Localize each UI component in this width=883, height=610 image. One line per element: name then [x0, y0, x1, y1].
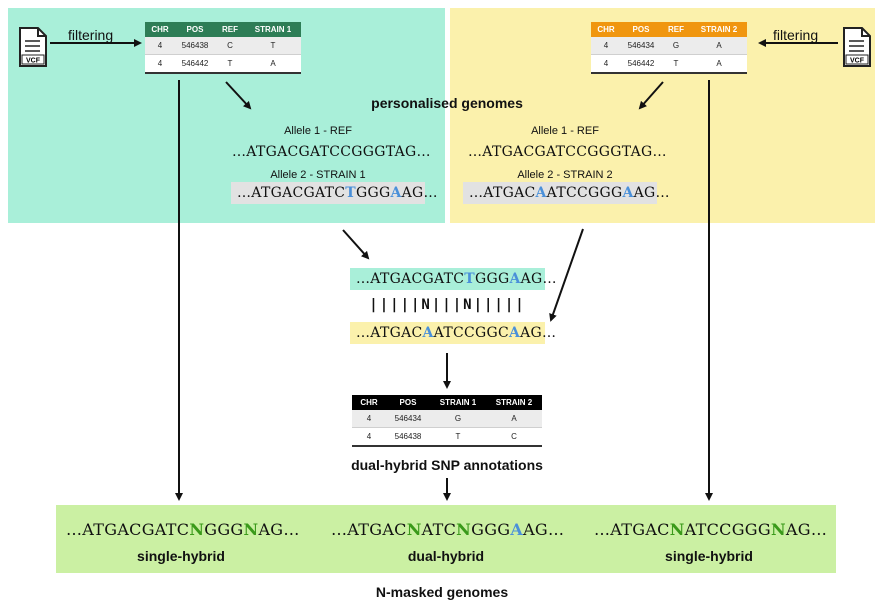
- svg-text:VCF: VCF: [26, 58, 41, 65]
- arrow-right-genome-to-middle: [549, 228, 584, 322]
- middle-seq-strain1: …ATGACGATCTGGGAAG…: [350, 268, 557, 290]
- sequence-segment: AG…: [633, 185, 670, 201]
- col-header: POS: [621, 22, 661, 37]
- personalised-genomes-title: personalised genomes: [371, 95, 523, 111]
- masked-genomes-panel: [56, 505, 836, 573]
- masked-seq-middle: …ATGACNATCNGGGAAG…: [331, 520, 565, 539]
- sequence-segment: ATCCGGG: [546, 185, 623, 201]
- variant-base: A: [390, 185, 402, 201]
- masked-base: N: [243, 520, 259, 539]
- sequence-segment: GGG: [356, 185, 391, 201]
- sequence-segment: …ATGAC: [356, 325, 423, 341]
- allele2-label-right: Allele 2 - STRAIN 2: [517, 169, 613, 181]
- masked-base: N: [456, 520, 472, 539]
- sequence-segment: …ATGAC: [331, 520, 407, 539]
- filtering-label-left: filtering: [68, 27, 114, 43]
- vcf-file-icon-right: VCF: [842, 26, 872, 73]
- variant-base: A: [510, 520, 524, 539]
- masked-base: N: [669, 520, 685, 539]
- sequence-segment: ATC: [421, 520, 457, 539]
- col-header: REF: [215, 22, 245, 37]
- sequence-segment: GGG: [204, 520, 244, 539]
- allele2-label-left: Allele 2 - STRAIN 1: [270, 169, 366, 181]
- variant-base: A: [535, 185, 547, 201]
- arrow-right-table-to-genome: [638, 81, 664, 110]
- variant-base: A: [422, 325, 434, 341]
- single-hybrid-label-right: single-hybrid: [665, 548, 753, 564]
- allele1-seq-left: …ATGACGATCCGGGTAG…: [232, 144, 431, 160]
- allele1-label-left: Allele 1 - REF: [284, 125, 352, 137]
- variant-base: A: [508, 325, 521, 341]
- dual-hybrid-annotations-title: dual-hybrid SNP annotations: [351, 457, 543, 473]
- col-header: CHR: [352, 395, 386, 410]
- col-header: STRAIN 2: [486, 395, 542, 410]
- masked-base: N: [770, 520, 786, 539]
- sequence-segment: AG…: [520, 271, 557, 287]
- sequence-segment: …ATGAC: [594, 520, 670, 539]
- masked-base: N: [189, 520, 205, 539]
- masked-seq-right: …ATGACNATCCGGGNAG…: [594, 520, 828, 539]
- sequence-segment: …ATGAC: [469, 185, 536, 201]
- filtering-label-right: filtering: [773, 27, 819, 43]
- sequence-segment: …ATGACGATC: [237, 185, 346, 201]
- arrow-left-genome-to-middle: [342, 229, 370, 260]
- alignment-match-line: |||||N|||N|||||: [369, 297, 526, 313]
- variant-base: T: [345, 185, 356, 201]
- dual-hybrid-label: dual-hybrid: [407, 548, 485, 564]
- vcf-file-icon-left: VCF: [18, 26, 48, 73]
- allele1-label-right: Allele 1 - REF: [531, 125, 599, 137]
- sequence-segment: GGG: [471, 520, 511, 539]
- col-header: STRAIN 2: [691, 22, 747, 37]
- single-hybrid-label-left: single-hybrid: [137, 548, 225, 564]
- sequence-segment: AG…: [785, 520, 828, 539]
- svg-text:VCF: VCF: [850, 58, 865, 65]
- masked-seq-left: …ATGACGATCNGGGNAG…: [66, 520, 300, 539]
- variant-base: A: [622, 185, 634, 201]
- sequence-segment: AG…: [523, 520, 565, 539]
- variant-base: A: [509, 271, 521, 287]
- sequence-segment: GGG: [475, 271, 510, 287]
- sequence-segment: AG…: [401, 185, 438, 201]
- col-header: POS: [386, 395, 430, 410]
- sequence-segment: …ATGACGATC: [356, 271, 465, 287]
- col-header: STRAIN 1: [430, 395, 486, 410]
- allele2-seq-right: …ATGACAATCCGGGAAG…: [463, 182, 670, 204]
- middle-seq-strain2: …ATGACAATCCGGCAAG…: [350, 322, 556, 344]
- n-masked-genomes-title: N-masked genomes: [375, 584, 509, 600]
- masked-base: N: [406, 520, 422, 539]
- col-header: STRAIN 1: [245, 22, 301, 37]
- allele2-seq-left: …ATGACGATCTGGGAAG…: [231, 182, 438, 204]
- arrow-left-table-to-genome: [225, 81, 252, 110]
- sequence-segment: AG…: [520, 325, 557, 341]
- sequence-segment: ATCCGGG: [684, 520, 771, 539]
- sequence-segment: AG…: [258, 520, 300, 539]
- col-header: CHR: [145, 22, 175, 37]
- col-header: POS: [175, 22, 215, 37]
- col-header: REF: [661, 22, 691, 37]
- sequence-segment: ATCCGGC: [433, 325, 509, 341]
- sequence-segment: …ATGACGATC: [66, 520, 190, 539]
- col-header: CHR: [591, 22, 621, 37]
- variant-base: T: [464, 271, 475, 287]
- allele1-seq-right: …ATGACGATCCGGGTAG…: [468, 144, 667, 160]
